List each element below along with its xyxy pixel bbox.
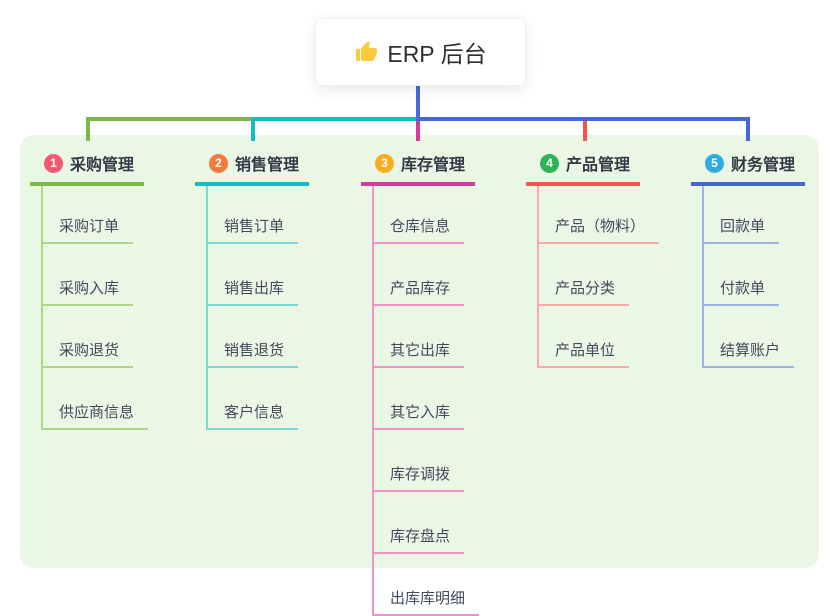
topic-label: 库存管理 bbox=[401, 157, 466, 174]
topic-label: 销售管理 bbox=[235, 157, 300, 174]
child-label: 其它入库 bbox=[390, 404, 451, 421]
child-label: 出库库明细 bbox=[390, 590, 466, 607]
child-node[interactable]: 产品（物料） bbox=[539, 186, 660, 244]
child-node[interactable]: 结算账户 bbox=[704, 306, 795, 368]
children-purchase: 采购订单 采购入库 采购退货 供应商信息 bbox=[41, 186, 149, 430]
topic-label: 采购管理 bbox=[70, 157, 135, 174]
topic-product-management[interactable]: 4 产品管理 bbox=[526, 149, 641, 186]
thumbs-up-icon bbox=[356, 41, 378, 61]
child-node[interactable]: 销售退货 bbox=[208, 306, 299, 368]
children-finance: 回款单 付款单 结算账户 bbox=[702, 186, 795, 368]
child-node[interactable]: 产品库存 bbox=[374, 244, 465, 306]
badge-5: 5 bbox=[705, 153, 724, 173]
topic-label: 财务管理 bbox=[731, 157, 796, 174]
child-label: 销售订单 bbox=[224, 218, 285, 235]
child-label: 销售出库 bbox=[224, 280, 285, 297]
child-label: 付款单 bbox=[720, 280, 766, 297]
child-label: 供应商信息 bbox=[59, 404, 135, 421]
badge-4: 4 bbox=[540, 153, 559, 173]
child-label: 产品分类 bbox=[555, 280, 616, 297]
child-node[interactable]: 出库库明细 bbox=[374, 554, 480, 616]
children-product: 产品（物料） 产品分类 产品单位 bbox=[537, 186, 660, 368]
child-label: 结算账户 bbox=[720, 342, 781, 359]
child-node[interactable]: 采购入库 bbox=[43, 244, 134, 306]
root-title: ERP 后台 bbox=[387, 41, 487, 67]
badge-2: 2 bbox=[209, 153, 228, 173]
topic-sales-management[interactable]: 2 销售管理 bbox=[195, 149, 310, 186]
child-label: 采购订单 bbox=[59, 218, 120, 235]
child-label: 库存盘点 bbox=[390, 528, 451, 545]
branch-finance-management: 5 财务管理 回款单 付款单 结算账户 bbox=[691, 149, 806, 368]
child-node[interactable]: 其它出库 bbox=[374, 306, 465, 368]
topic-label: 产品管理 bbox=[566, 157, 631, 174]
child-node[interactable]: 供应商信息 bbox=[43, 368, 149, 430]
child-label: 采购入库 bbox=[59, 280, 120, 297]
child-label: 其它出库 bbox=[390, 342, 451, 359]
child-node[interactable]: 库存盘点 bbox=[374, 492, 465, 554]
child-node[interactable]: 销售出库 bbox=[208, 244, 299, 306]
child-label: 仓库信息 bbox=[390, 218, 451, 235]
topic-finance-management[interactable]: 5 财务管理 bbox=[691, 149, 806, 186]
badge-1: 1 bbox=[44, 153, 63, 173]
topic-inventory-management[interactable]: 3 库存管理 bbox=[361, 149, 476, 186]
child-node[interactable]: 库存调拨 bbox=[374, 430, 465, 492]
badge-3: 3 bbox=[375, 153, 394, 173]
child-node[interactable]: 客户信息 bbox=[208, 368, 299, 430]
children-inventory: 仓库信息 产品库存 其它出库 其它入库 库存调拨 库存盘点 出库库明细 bbox=[372, 186, 480, 616]
child-node[interactable]: 回款单 bbox=[704, 186, 780, 244]
branches-background-panel bbox=[20, 135, 819, 568]
child-node[interactable]: 仓库信息 bbox=[374, 186, 465, 244]
child-node[interactable]: 采购退货 bbox=[43, 306, 134, 368]
child-label: 回款单 bbox=[720, 218, 766, 235]
branch-product-management: 4 产品管理 产品（物料） 产品分类 产品单位 bbox=[526, 149, 660, 368]
child-label: 产品库存 bbox=[390, 280, 451, 297]
children-sales: 销售订单 销售出库 销售退货 客户信息 bbox=[206, 186, 299, 430]
child-label: 产品单位 bbox=[555, 342, 616, 359]
root-node[interactable]: ERP 后台 bbox=[315, 18, 526, 86]
branch-purchase-management: 1 采购管理 采购订单 采购入库 采购退货 供应商信息 bbox=[30, 149, 149, 430]
child-label: 产品（物料） bbox=[555, 218, 646, 235]
branch-inventory-management: 3 库存管理 仓库信息 产品库存 其它出库 其它入库 库存调拨 库存盘点 出库库… bbox=[361, 149, 480, 616]
child-label: 客户信息 bbox=[224, 404, 285, 421]
topic-purchase-management[interactable]: 1 采购管理 bbox=[30, 149, 145, 186]
child-label: 库存调拨 bbox=[390, 466, 451, 483]
child-label: 采购退货 bbox=[59, 342, 120, 359]
child-label: 销售退货 bbox=[224, 342, 285, 359]
child-node[interactable]: 采购订单 bbox=[43, 186, 134, 244]
child-node[interactable]: 付款单 bbox=[704, 244, 780, 306]
mindmap-canvas: ERP 后台 1 采购管理 采购订单 采购入库 采购退货 供应商信息 2 销售管… bbox=[20, 18, 819, 616]
branch-sales-management: 2 销售管理 销售订单 销售出库 销售退货 客户信息 bbox=[195, 149, 310, 430]
child-node[interactable]: 其它入库 bbox=[374, 368, 465, 430]
child-node[interactable]: 销售订单 bbox=[208, 186, 299, 244]
child-node[interactable]: 产品分类 bbox=[539, 244, 630, 306]
child-node[interactable]: 产品单位 bbox=[539, 306, 630, 368]
